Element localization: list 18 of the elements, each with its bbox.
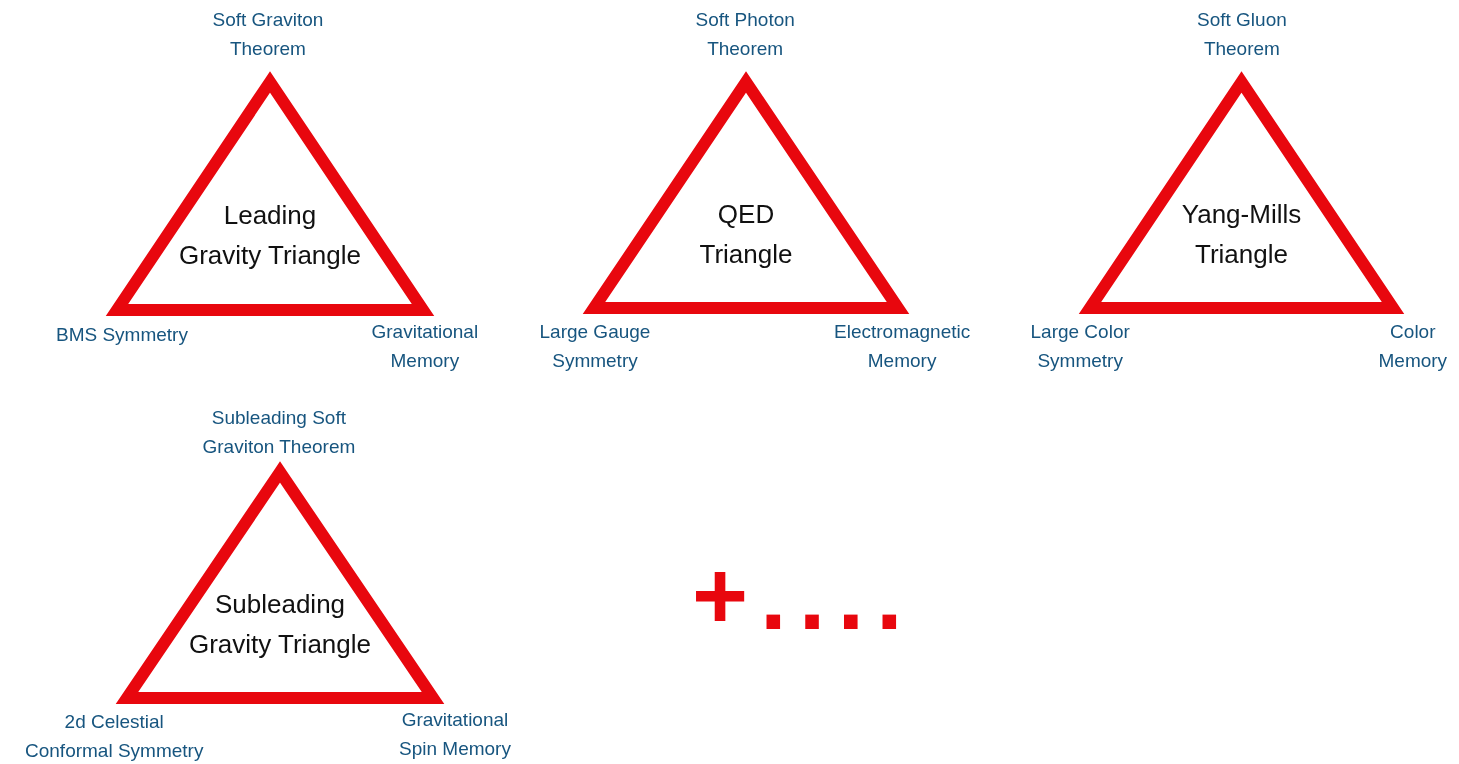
triangle-title: Leading Gravity Triangle: [177, 199, 363, 272]
vertex-label: Large Color Symmetry: [1030, 320, 1130, 373]
vertex-label: Subleading Soft Graviton Theorem: [202, 406, 356, 459]
triangle-node: [1077, 68, 1406, 314]
continuation-mark: +....: [692, 548, 915, 644]
vertex-label: Gravitational Memory: [371, 320, 479, 373]
vertex-label: Soft Photon Theorem: [695, 8, 795, 61]
vertex-label: Color Memory: [1378, 320, 1448, 373]
vertex-label: BMS Symmetry: [56, 323, 188, 347]
vertex-label: Large Gauge Symmetry: [539, 320, 651, 373]
triangle-title: Subleading Gravity Triangle: [187, 588, 373, 661]
vertex-label: Soft Gluon Theorem: [1197, 8, 1287, 61]
vertex-label: Electromagnetic Memory: [834, 320, 971, 373]
vertex-label: Soft Graviton Theorem: [212, 8, 324, 61]
triangle-title: QED Triangle: [698, 198, 794, 271]
triangle-title: Yang-Mills Triangle: [1180, 198, 1303, 271]
vertex-label: 2d Celestial Conformal Symmetry: [25, 710, 204, 763]
vertex-label: Gravitational Spin Memory: [399, 708, 511, 761]
